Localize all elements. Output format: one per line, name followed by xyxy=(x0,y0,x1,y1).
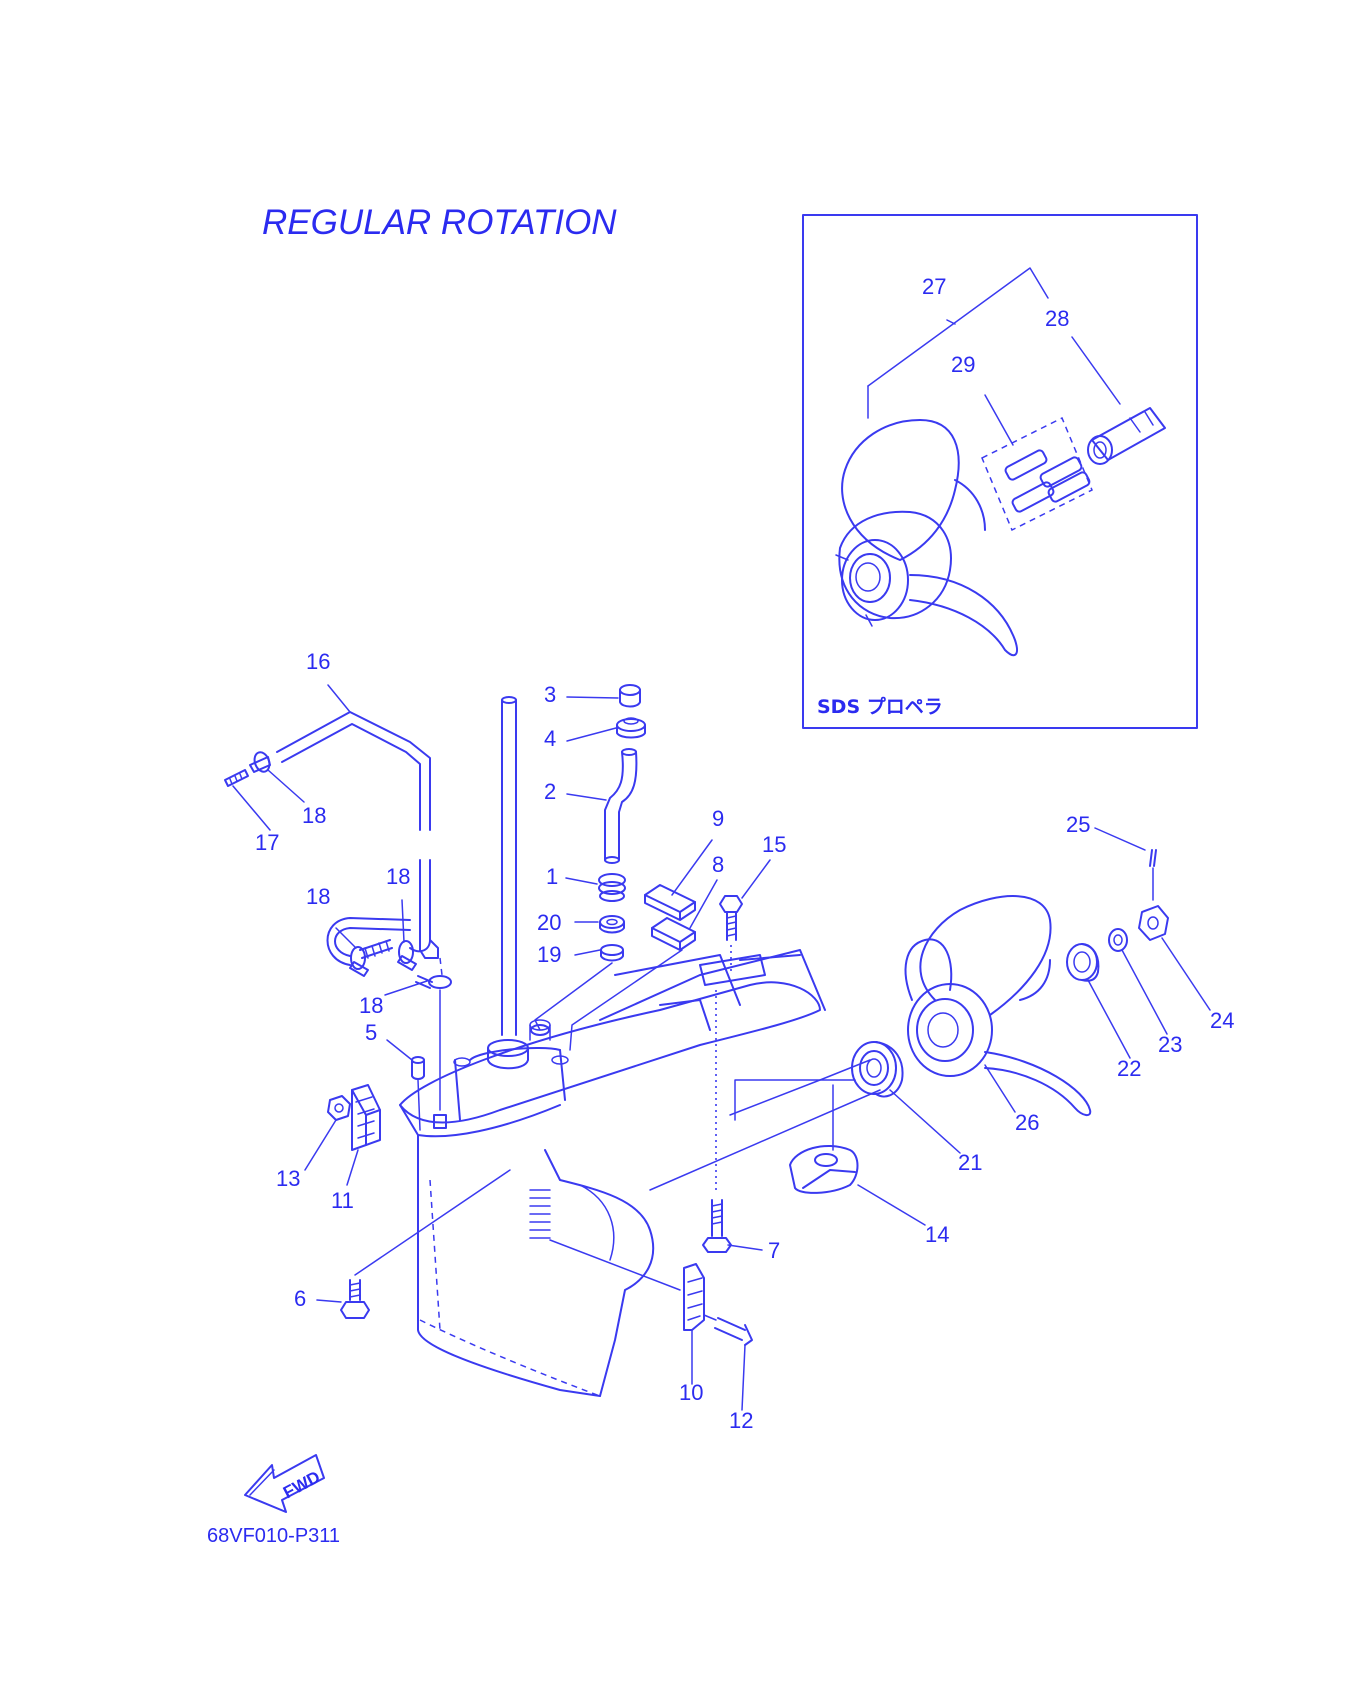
part-label: 6 xyxy=(294,1286,306,1311)
lower-hose-assembly xyxy=(326,917,411,966)
part-label: 18 xyxy=(359,993,383,1018)
part-label: 15 xyxy=(762,832,786,857)
part-label: 11 xyxy=(331,1188,354,1213)
part-label: 29 xyxy=(951,352,975,377)
part-label: 7 xyxy=(768,1238,780,1263)
guide-19 xyxy=(534,962,613,1031)
part-12-screw xyxy=(703,1314,753,1346)
part-16-hose xyxy=(276,711,443,976)
part-4-seal xyxy=(616,717,646,739)
part-8-rubber xyxy=(651,917,696,951)
part-7-bolt xyxy=(702,990,732,1253)
leader-29 xyxy=(984,394,1014,446)
part-19-ring xyxy=(600,944,624,962)
part-label: 13 xyxy=(276,1166,300,1191)
part-label: 10 xyxy=(679,1380,703,1405)
part-label: 20 xyxy=(537,910,561,935)
part-label: 25 xyxy=(1066,812,1090,837)
part-22-spacer xyxy=(1066,943,1100,982)
inset-caption: SDS プロペラ xyxy=(817,695,943,718)
part-25-cotter-pin xyxy=(1149,849,1157,901)
part-18-clamp-left xyxy=(349,946,369,977)
part-6-bolt xyxy=(340,1169,511,1319)
part-label: 2 xyxy=(544,779,556,804)
part-label: 5 xyxy=(365,1020,377,1045)
part-21-washer xyxy=(851,1041,904,1098)
part-17-fitting xyxy=(224,769,249,787)
part-2-water-tube xyxy=(604,748,638,864)
part-label: 28 xyxy=(1045,306,1069,331)
part-label: 23 xyxy=(1158,1032,1182,1057)
part-18-clamp-middle xyxy=(397,940,417,971)
forward-direction-arrow: FWD xyxy=(244,1454,325,1513)
part-14-trim-tab xyxy=(789,1084,859,1194)
part-1-grommet xyxy=(598,873,626,902)
lower-unit-casing xyxy=(399,696,881,1397)
fwd-label: FWD xyxy=(280,1467,323,1502)
guide-8 xyxy=(569,949,683,1051)
part-18-clamp-bottom xyxy=(415,975,452,989)
part-label: 17 xyxy=(255,830,279,855)
part-11-anode xyxy=(351,1084,381,1151)
guide-5 xyxy=(417,1079,421,1131)
part-number-labels: 3 4 2 1 20 19 9 8 15 7 16 18 17 18 18 18… xyxy=(255,274,1234,1433)
part-18-clamp-upper xyxy=(249,751,271,773)
part-label: 18 xyxy=(302,803,326,828)
fitting-nipple xyxy=(433,1114,447,1129)
inset-frame xyxy=(802,214,1198,729)
part-label: 16 xyxy=(306,649,330,674)
part-label: 24 xyxy=(1210,1008,1234,1033)
part-label: 21 xyxy=(958,1150,982,1175)
part-20-ring xyxy=(599,915,625,934)
part-5-dowel xyxy=(411,1056,425,1080)
part-9-rubber xyxy=(644,884,696,921)
part-label: 1 xyxy=(546,864,558,889)
part-label: 8 xyxy=(712,852,724,877)
damper-kit-outline xyxy=(981,416,1093,532)
part-26-propeller xyxy=(904,895,1092,1116)
drawing-code: 68VF010-P311 xyxy=(207,1525,340,1547)
part-label: 27 xyxy=(922,274,946,299)
seat-19 xyxy=(530,1024,550,1036)
part-3-grommet xyxy=(619,684,641,708)
part-10-anode xyxy=(549,1239,705,1331)
leader-27c xyxy=(946,319,956,325)
part-15-bolt xyxy=(719,895,743,975)
part-label: 19 xyxy=(537,942,561,967)
part-label: 14 xyxy=(925,1222,949,1247)
spline-hub-28 xyxy=(1087,407,1166,465)
part-24-nut xyxy=(1138,905,1169,941)
part-label: 9 xyxy=(712,806,724,831)
leader-28 xyxy=(1071,336,1121,405)
part-label: 18 xyxy=(306,884,330,909)
part-13-nut xyxy=(327,1095,351,1121)
part-label: 26 xyxy=(1015,1110,1039,1135)
sds-propeller-inset: SDS プロペラ xyxy=(802,214,1198,729)
damper-parts-29 xyxy=(1004,449,1091,513)
inset-propeller-drawing xyxy=(835,419,1018,657)
diagram-title: REGULAR ROTATION xyxy=(262,203,617,242)
part-label: 18 xyxy=(386,864,410,889)
leader-27 xyxy=(867,267,1049,387)
leader-lines xyxy=(232,684,1211,1411)
part-label: 12 xyxy=(729,1408,753,1433)
part-label: 4 xyxy=(544,726,556,751)
part-label: 3 xyxy=(544,682,556,707)
part-label: 22 xyxy=(1117,1056,1141,1081)
part-23-washer xyxy=(1108,928,1128,952)
